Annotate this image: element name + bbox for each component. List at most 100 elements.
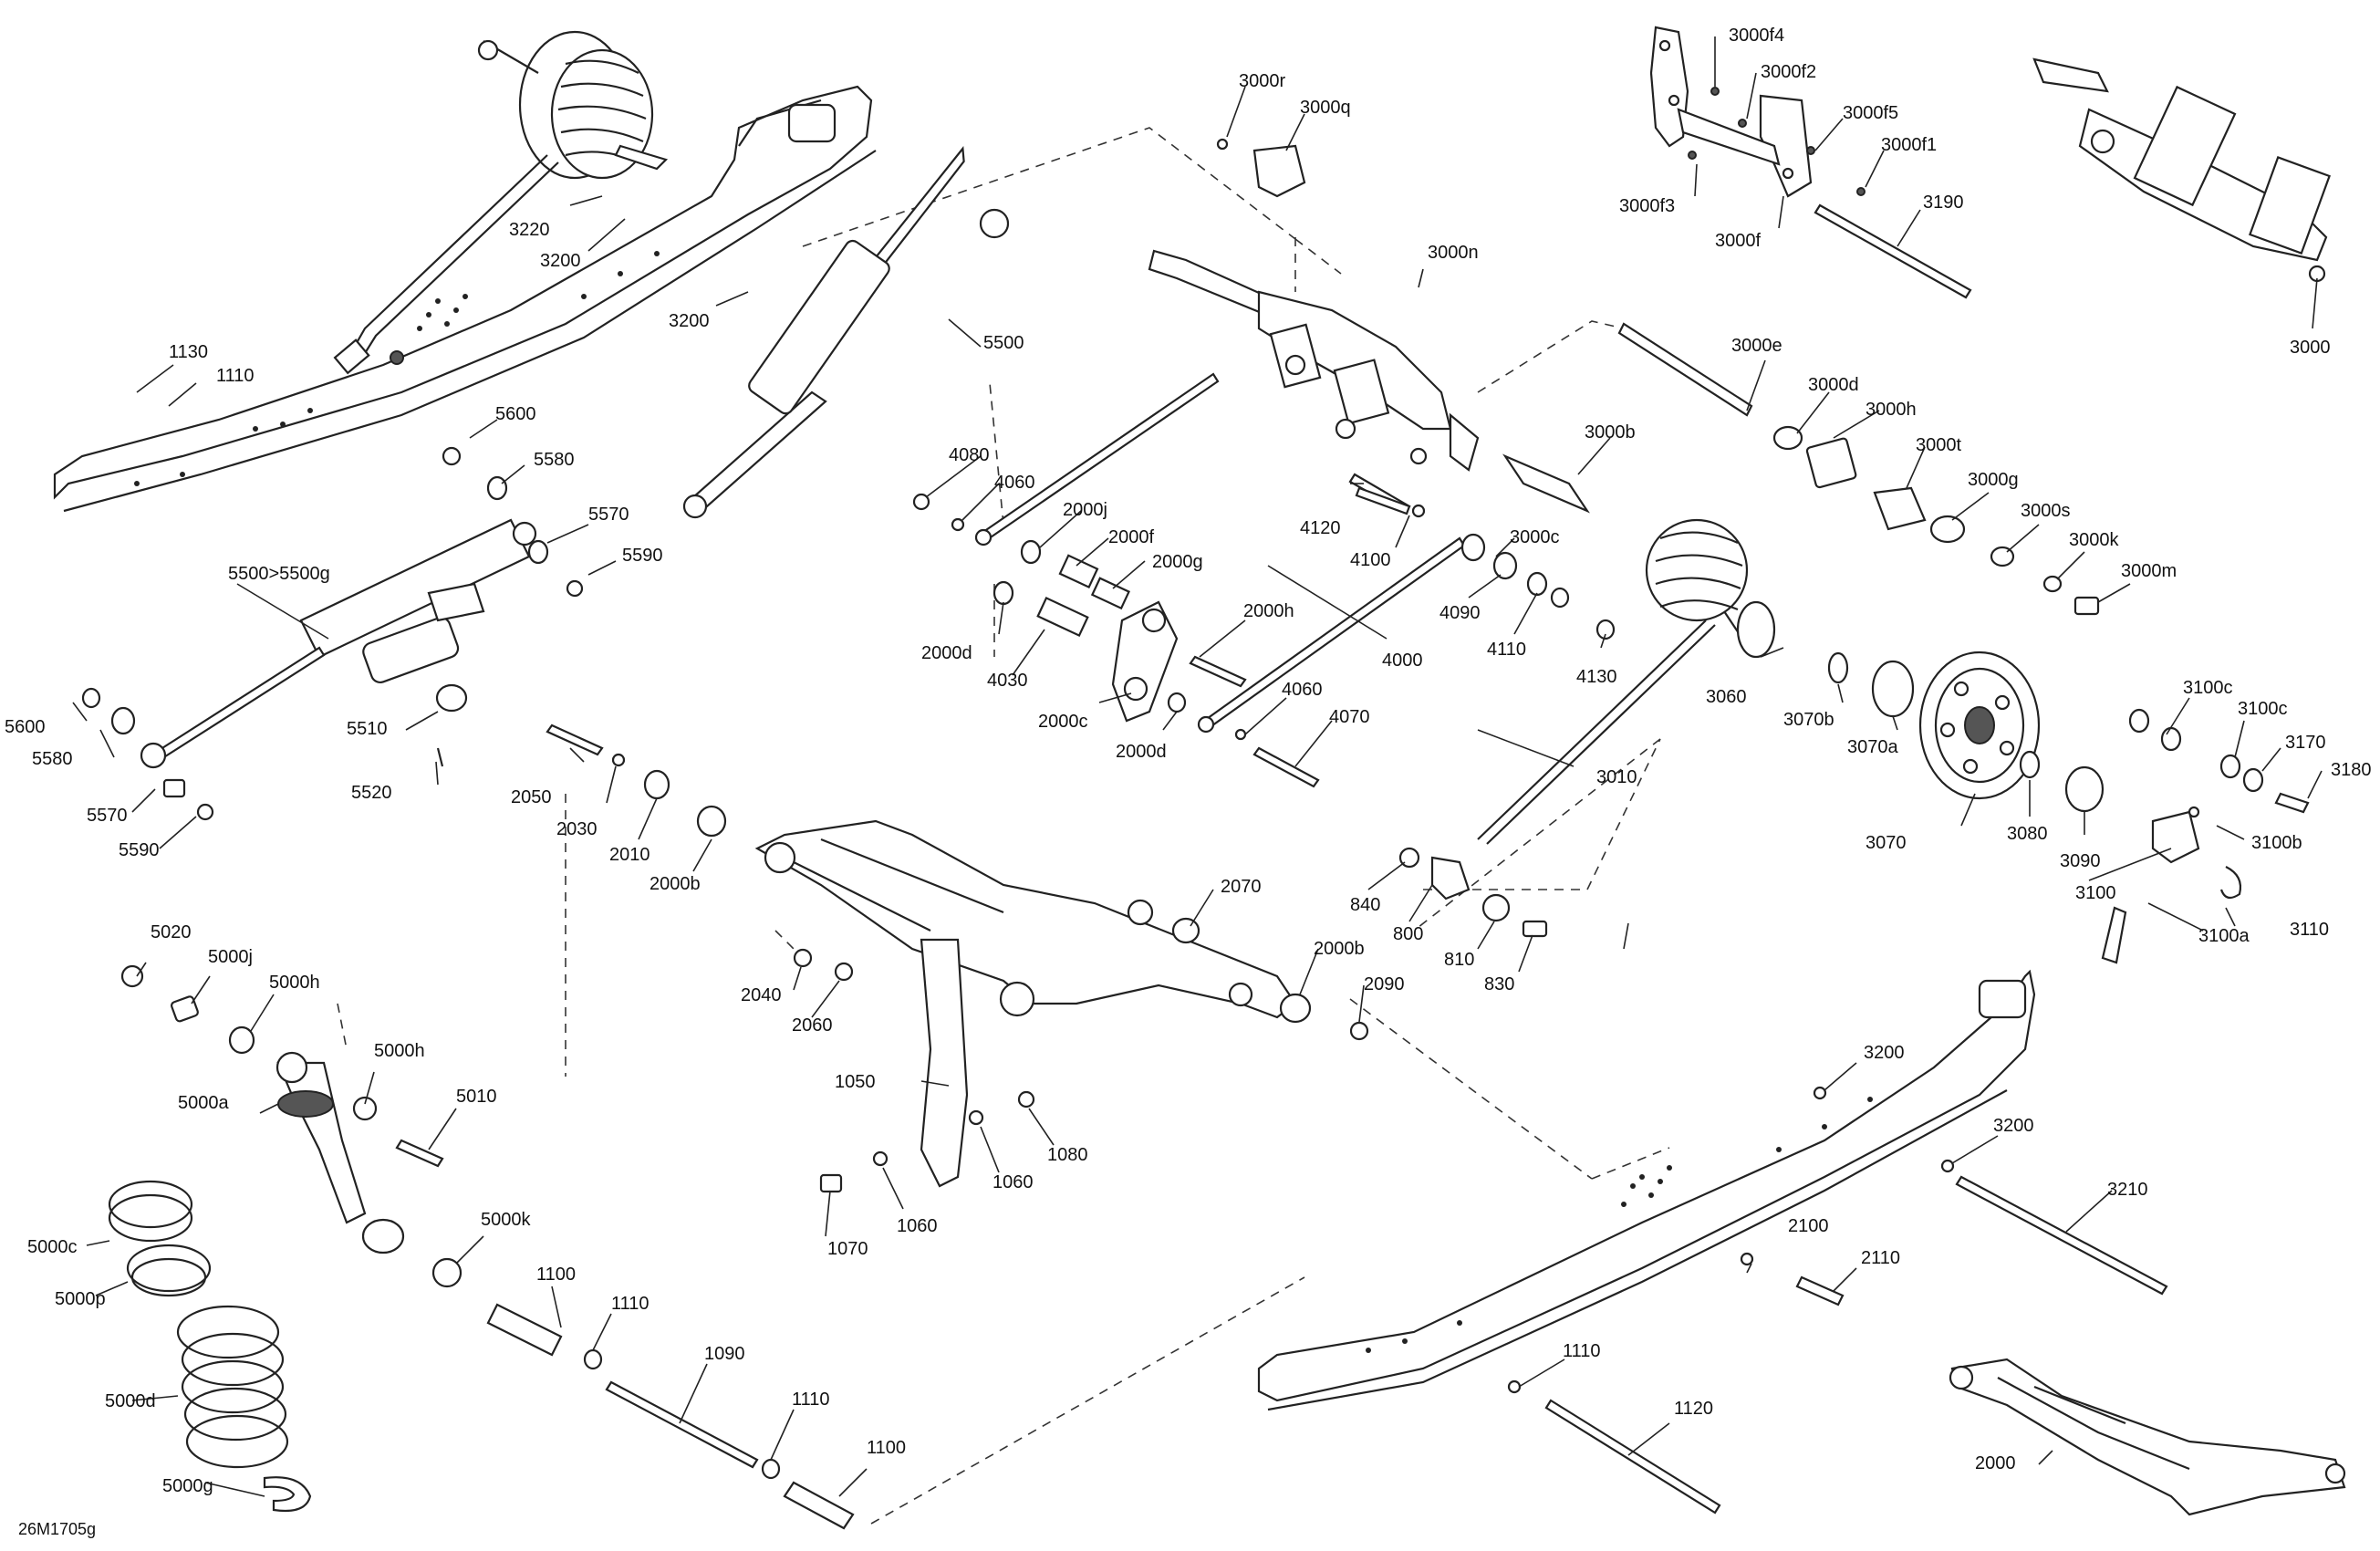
label-3110: 3110 xyxy=(2290,920,2329,940)
assembly-dashed-lines xyxy=(337,127,1670,1525)
label-3200-c: 3200 xyxy=(1864,1043,1905,1063)
label-1110-b: 1110 xyxy=(611,1294,650,1314)
label-2000j: 2000j xyxy=(1063,500,1107,520)
label-5500-5500g: 5500>5500g xyxy=(228,564,330,584)
label-3210: 3210 xyxy=(2107,1180,2148,1200)
label-5570-b: 5570 xyxy=(87,806,128,826)
label-1080: 1080 xyxy=(1047,1145,1088,1165)
label-5000d: 5000d xyxy=(105,1391,156,1411)
rods-1100 xyxy=(431,1257,855,1530)
label-4070: 4070 xyxy=(1329,707,1370,727)
label-5570-a: 5570 xyxy=(588,505,629,525)
label-3000q: 3000q xyxy=(1300,98,1351,118)
label-3100c-b: 3100c xyxy=(2238,699,2288,719)
part-3000q xyxy=(1216,138,1306,198)
label-800: 800 xyxy=(1393,924,1423,944)
label-5010: 5010 xyxy=(456,1087,497,1107)
spring-stack-5000 xyxy=(108,1180,312,1513)
leader-lines xyxy=(72,36,2323,1497)
label-3070a: 3070a xyxy=(1847,737,1898,757)
label-1050: 1050 xyxy=(835,1072,876,1092)
label-2000c: 2000c xyxy=(1038,712,1088,732)
label-4120: 4120 xyxy=(1300,518,1341,538)
label-3190: 3190 xyxy=(1923,193,1964,213)
label-4110: 4110 xyxy=(1487,640,1526,660)
label-2000b-b: 2000b xyxy=(1314,939,1365,959)
label-2060: 2060 xyxy=(792,1015,833,1036)
main-shaft xyxy=(1148,249,1480,472)
label-2000h: 2000h xyxy=(1243,601,1294,621)
block-3100 xyxy=(2101,708,2310,964)
label-1060-a: 1060 xyxy=(993,1172,1034,1192)
label-5590-a: 5590 xyxy=(622,546,663,566)
label-3200-d: 3200 xyxy=(1993,1116,2034,1136)
label-5000a: 5000a xyxy=(178,1093,229,1113)
diagram-code: 26M1705g xyxy=(18,1520,96,1538)
label-1110-a: 1110 xyxy=(216,366,255,386)
label-5020: 5020 xyxy=(151,922,192,942)
part-labels: 3000f4 3000f2 3000f5 3000f1 3000f3 3000f… xyxy=(5,26,2372,1538)
label-2090: 2090 xyxy=(1364,974,1405,994)
label-3200-a: 3200 xyxy=(540,251,581,271)
label-3000e: 3000e xyxy=(1731,336,1782,356)
label-3080: 3080 xyxy=(2007,824,2048,844)
label-4060-a: 4060 xyxy=(994,473,1035,493)
rod-3190 xyxy=(1814,203,1972,299)
idler-wheel-3070 xyxy=(1736,600,2105,813)
shock-5000 xyxy=(120,964,444,1254)
label-5520: 5520 xyxy=(351,783,392,803)
label-1130: 1130 xyxy=(169,342,208,362)
label-3220: 3220 xyxy=(509,220,550,240)
parts-800 xyxy=(1398,847,1548,938)
label-3000f2: 3000f2 xyxy=(1761,62,1816,82)
label-3000f1: 3000f1 xyxy=(1881,135,1937,155)
lower-rail xyxy=(1257,969,2168,1515)
label-5580-b: 5580 xyxy=(32,749,73,769)
fasteners-1050 xyxy=(819,1090,1035,1193)
label-5600-b: 5600 xyxy=(5,717,46,737)
label-3010: 3010 xyxy=(1596,767,1637,787)
label-1110-d: 1110 xyxy=(1563,1341,1601,1361)
label-5000p: 5000p xyxy=(55,1289,106,1309)
rods-4000 xyxy=(974,372,1616,734)
label-2000d-b: 2000d xyxy=(1116,742,1167,762)
label-5000h-b: 5000h xyxy=(374,1041,425,1061)
label-3060: 3060 xyxy=(1706,687,1747,707)
shock-5500 xyxy=(682,146,1010,519)
label-3000f4: 3000f4 xyxy=(1729,26,1784,46)
label-830: 830 xyxy=(1484,974,1514,994)
label-810: 810 xyxy=(1444,950,1474,970)
label-2000: 2000 xyxy=(1975,1453,2016,1473)
label-1120: 1120 xyxy=(1674,1399,1713,1419)
label-3000: 3000 xyxy=(2290,338,2331,358)
label-3100: 3100 xyxy=(2075,883,2116,903)
label-5590-b: 5590 xyxy=(119,840,160,860)
front-spring-assembly xyxy=(333,30,669,375)
bracket-3000f xyxy=(1649,26,1866,198)
label-1090: 1090 xyxy=(704,1344,745,1364)
label-1070: 1070 xyxy=(827,1239,868,1259)
label-2010: 2010 xyxy=(609,845,650,865)
label-4100: 4100 xyxy=(1350,550,1391,570)
label-5000g: 5000g xyxy=(162,1476,213,1496)
label-2110: 2110 xyxy=(1861,1248,1900,1268)
right-shaft-parts xyxy=(1502,322,2100,616)
label-3000f3: 3000f3 xyxy=(1619,196,1675,216)
label-1110-c: 1110 xyxy=(792,1390,830,1410)
label-3000f: 3000f xyxy=(1715,231,1761,251)
label-5000c: 5000c xyxy=(27,1237,78,1257)
label-3180: 3180 xyxy=(2331,760,2372,780)
label-3070: 3070 xyxy=(1866,833,1907,853)
label-3000f5: 3000f5 xyxy=(1843,103,1898,123)
label-4130: 4130 xyxy=(1576,667,1617,687)
label-3000b: 3000b xyxy=(1585,422,1636,442)
label-3000d: 3000d xyxy=(1808,375,1859,395)
label-3090: 3090 xyxy=(2060,851,2101,871)
shock-5500g xyxy=(81,446,584,821)
label-4030: 4030 xyxy=(987,671,1028,691)
a-arm-2000 xyxy=(754,819,1369,1188)
label-5000h-a: 5000h xyxy=(269,973,320,993)
label-3170: 3170 xyxy=(2285,733,2326,753)
label-4000: 4000 xyxy=(1382,651,1423,671)
